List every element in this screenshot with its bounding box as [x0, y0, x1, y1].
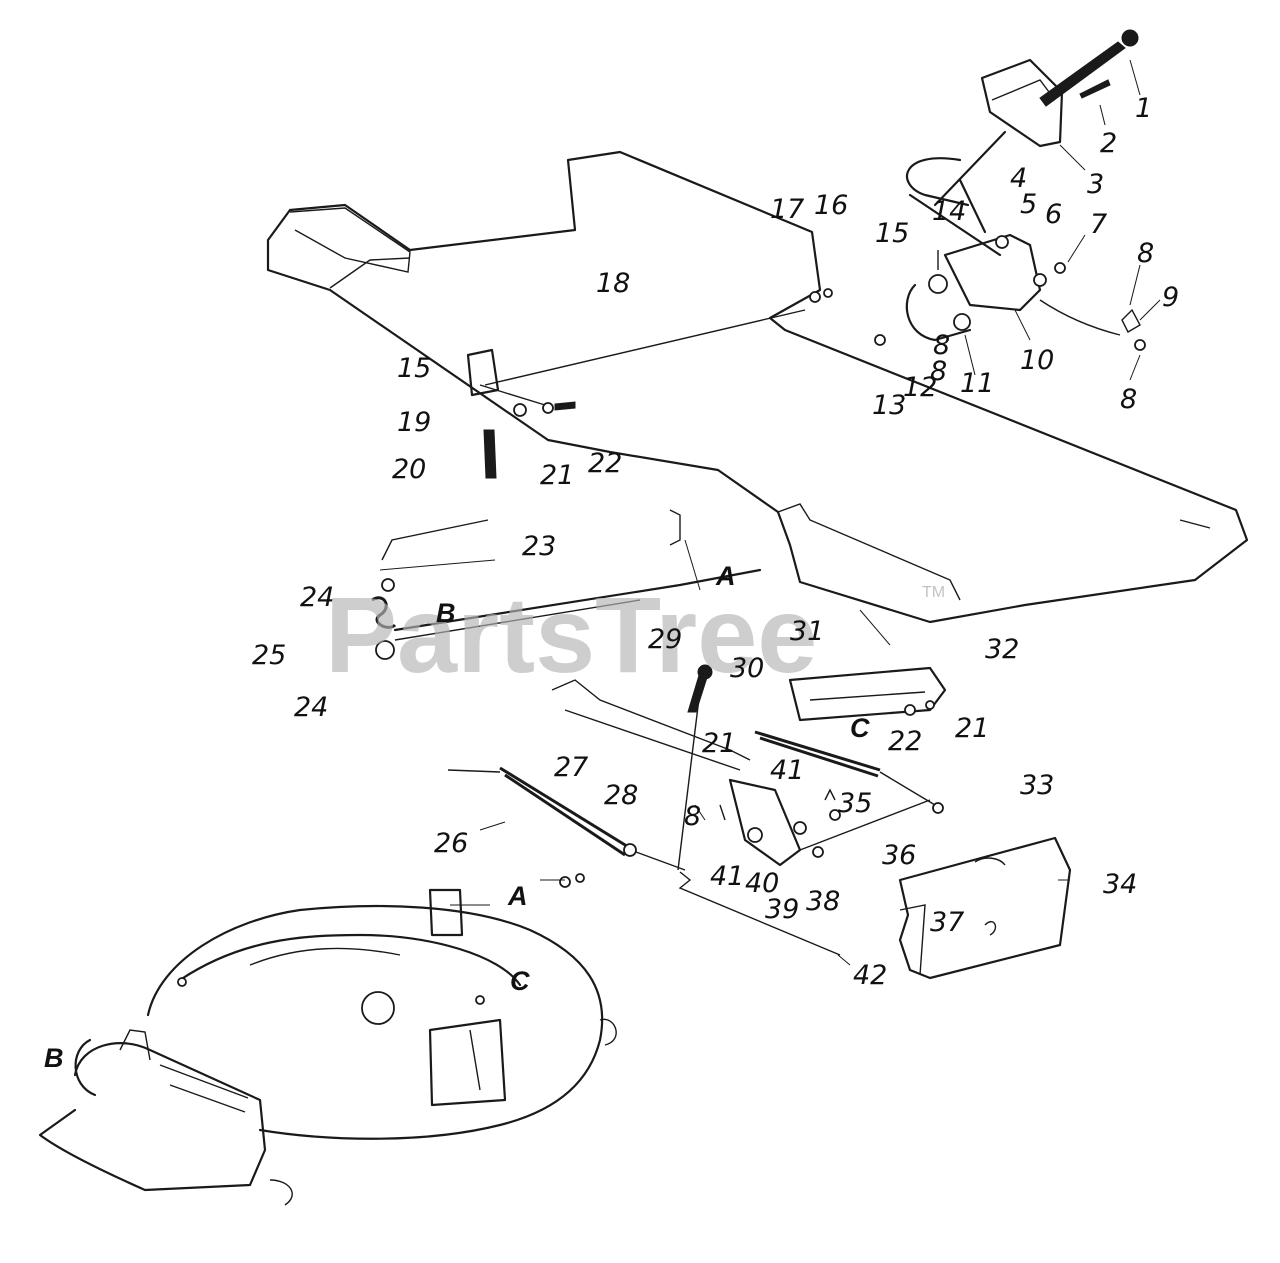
callout-21b: 21	[955, 713, 989, 744]
callout-13: 13	[872, 390, 906, 421]
callout-10: 10	[1020, 345, 1054, 376]
callout-8b: 8	[1120, 384, 1137, 415]
callout-18: 18	[596, 268, 630, 299]
frame-plate	[266, 150, 1249, 624]
letter-a-lower: A	[507, 881, 528, 911]
callout-11: 11	[960, 368, 994, 399]
letter-a-upper: A	[715, 561, 736, 591]
callout-27: 27	[554, 752, 588, 783]
callout-35: 35	[838, 788, 872, 819]
callout-24a: 24	[300, 582, 334, 613]
callout-21c: 21	[702, 728, 736, 759]
callout-23: 23	[522, 531, 556, 562]
spring-26	[447, 766, 841, 956]
callout-32: 32	[985, 634, 1019, 665]
callout-15a: 15	[875, 218, 909, 249]
callout-12: 12	[903, 372, 937, 403]
callout-15b: 15	[397, 353, 431, 384]
mower-deck	[38, 873, 617, 1206]
callout-36: 36	[882, 840, 916, 871]
callout-31: 31	[790, 616, 824, 647]
callout-29: 29	[648, 624, 682, 655]
callout-24b: 24	[294, 692, 328, 723]
callout-28: 28	[604, 780, 638, 811]
letter-b-upper: B	[436, 598, 456, 628]
callout-26: 26	[434, 828, 468, 859]
callouts: 1 2 3 4 5 6 7 8 9 8 8 10 11 12 8 13 14 1…	[252, 93, 1179, 991]
callout-22b: 22	[888, 726, 922, 757]
callout-3: 3	[1087, 169, 1104, 200]
lift-link	[371, 509, 762, 660]
connection-letters: A B C A C B	[44, 561, 870, 1073]
leader-lines	[379, 59, 1161, 966]
callout-6: 6	[1045, 199, 1062, 230]
watermark-trademark: TM	[922, 584, 945, 601]
callout-17: 17	[770, 194, 804, 225]
watermark: PartsTree	[325, 574, 817, 695]
callout-21a: 21	[540, 460, 574, 491]
center-rod-assembly	[551, 664, 947, 871]
callout-25: 25	[252, 640, 286, 671]
callout-5: 5	[1020, 189, 1037, 220]
callout-30: 30	[730, 653, 764, 684]
callout-8c: 8	[930, 356, 947, 387]
callout-19: 19	[397, 407, 431, 438]
callout-8a: 8	[1137, 238, 1154, 269]
callout-42: 42	[853, 960, 887, 991]
callout-1: 1	[1135, 93, 1152, 124]
callout-8d: 8	[933, 330, 950, 361]
letter-c-lower: C	[510, 966, 530, 996]
callout-7: 7	[1090, 209, 1107, 240]
callout-40: 40	[745, 868, 779, 899]
callout-22a: 22	[588, 448, 622, 479]
callout-41b: 41	[710, 861, 744, 892]
callout-33: 33	[1020, 770, 1054, 801]
callout-4: 4	[1010, 163, 1027, 194]
lift-handle-assembly	[874, 29, 1146, 351]
left-bracket	[466, 348, 576, 479]
bracket-34	[898, 836, 1072, 980]
callout-20: 20	[392, 454, 426, 485]
callout-8e: 8	[684, 801, 701, 832]
callout-41a: 41	[770, 755, 804, 786]
callout-14: 14	[932, 196, 966, 227]
callout-39: 39	[765, 894, 799, 925]
letter-b-lower: B	[44, 1043, 64, 1073]
callout-9: 9	[1162, 282, 1179, 313]
callout-16: 16	[814, 190, 848, 221]
callout-37: 37	[930, 907, 964, 938]
callout-34: 34	[1103, 869, 1137, 900]
callout-38: 38	[806, 886, 840, 917]
letter-c-upper: C	[850, 713, 870, 743]
callout-2: 2	[1100, 128, 1117, 159]
